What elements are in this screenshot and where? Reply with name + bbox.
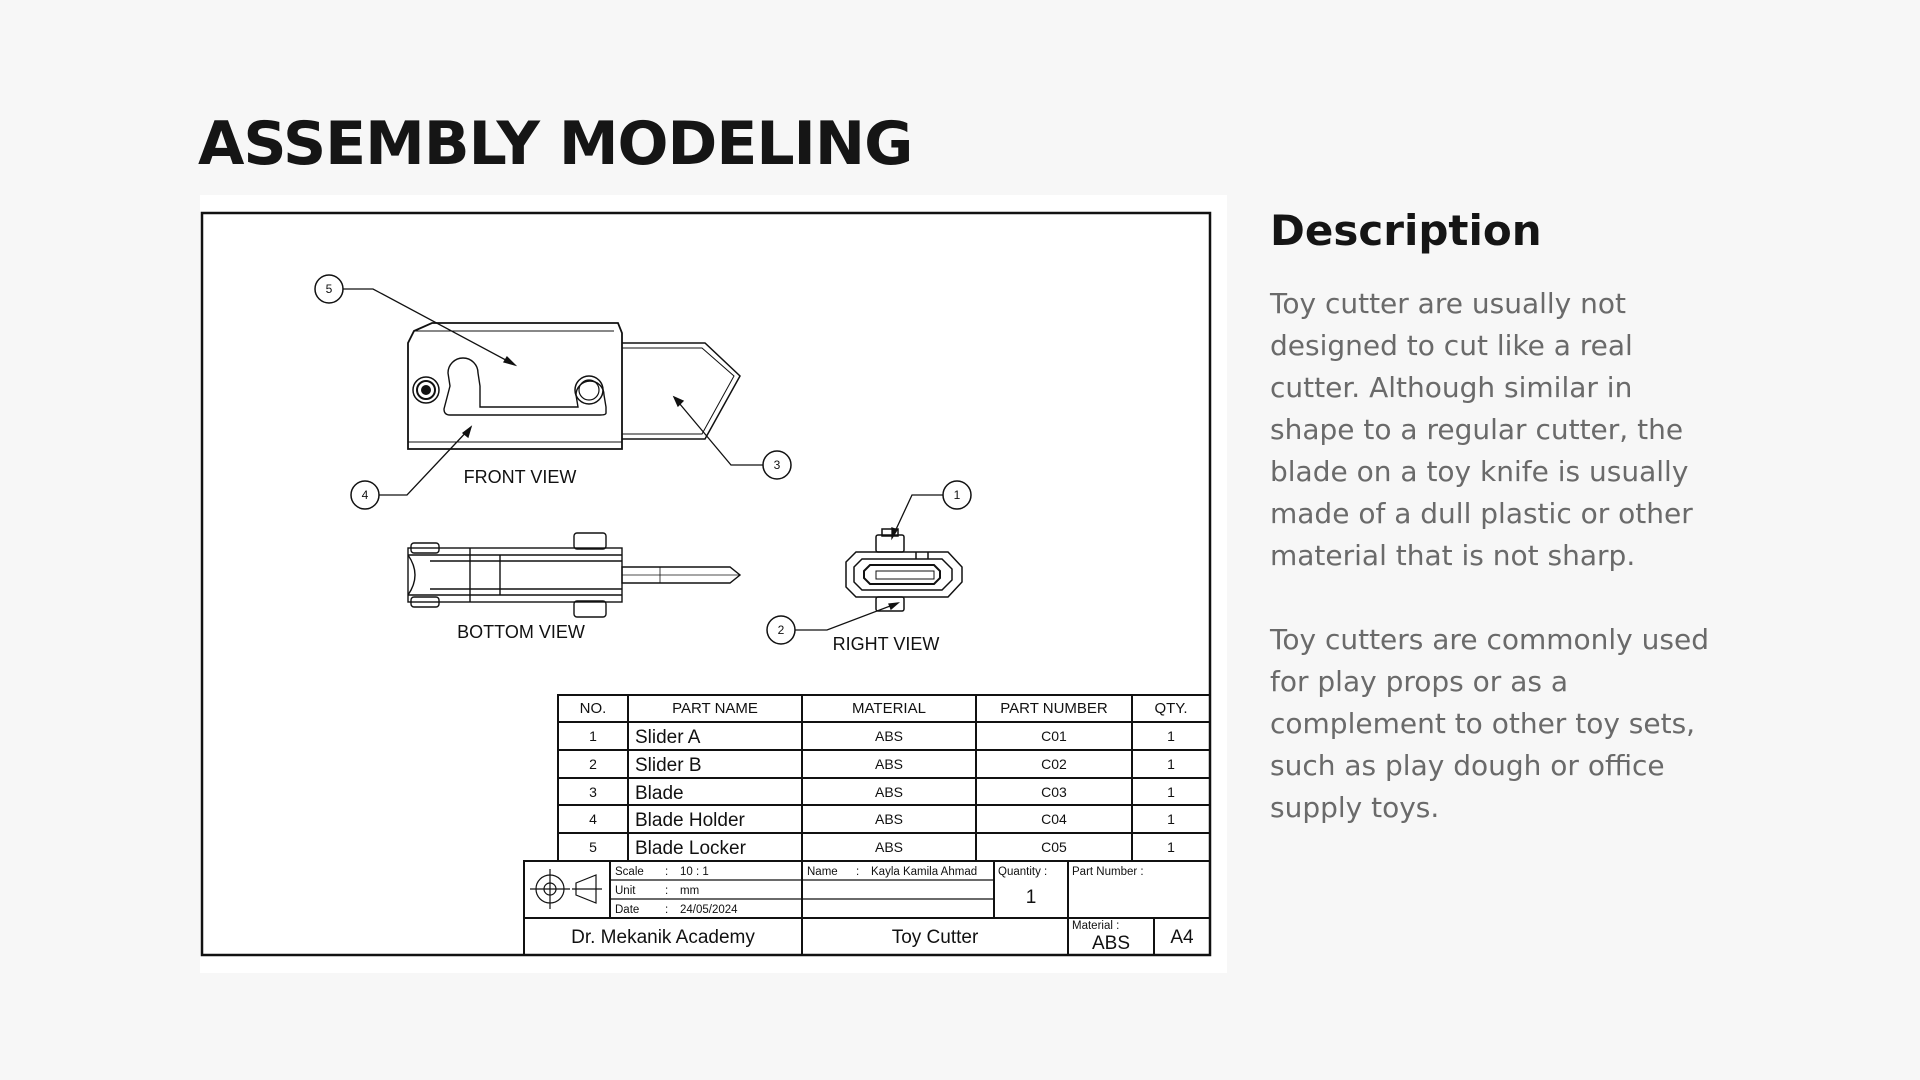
bom-header-material: MATERIAL	[852, 700, 926, 717]
balloon-2: 2	[766, 615, 796, 645]
quantity-label: Quantity :	[998, 866, 1047, 878]
technical-drawing: 5 3 4 1 2 FRONT VIEW BOTTOM VIEW RIGHT V…	[200, 211, 1212, 957]
front-view-label: FRONT VIEW	[464, 467, 577, 487]
bom-cell: Blade	[635, 783, 684, 804]
bom-cell: ABS	[875, 728, 903, 744]
sheet-size: A4	[1170, 927, 1194, 948]
scale-label: Scale	[615, 866, 644, 878]
bom-cell: 1	[1167, 784, 1175, 800]
page-title: ASSEMBLY MODELING	[198, 109, 913, 179]
projection-symbol-icon	[530, 869, 602, 909]
bom-cell: ABS	[875, 839, 903, 855]
description-heading: Description	[1270, 206, 1542, 255]
bom-cell: 5	[589, 839, 597, 855]
organization-name: Dr. Mekanik Academy	[571, 927, 755, 948]
bom-cell: Blade Holder	[635, 810, 746, 831]
separator: :	[856, 866, 859, 878]
bottom-view	[407, 532, 742, 618]
bom-cell: 2	[589, 756, 597, 772]
description-body: Toy cutter are usually not designed to c…	[1270, 283, 1710, 871]
part-number-label: Part Number :	[1072, 866, 1144, 878]
bom-cell: 4	[589, 811, 597, 827]
svg-text:2: 2	[778, 623, 785, 637]
bom-header-part-name: PART NAME	[672, 700, 758, 717]
scale-value: 10 : 1	[680, 866, 709, 878]
bom-header-qty: QTY.	[1154, 700, 1187, 717]
bom-cell: Slider A	[635, 727, 701, 748]
bom-cell: ABS	[875, 756, 903, 772]
bom-cell: C02	[1041, 756, 1067, 772]
drawing-title: Toy Cutter	[892, 927, 979, 948]
description-paragraph: Toy cutter are usually not designed to c…	[1270, 287, 1693, 572]
bom-cell: 1	[589, 728, 597, 744]
bom-cell: 1	[1167, 756, 1175, 772]
bom-table: NO. PART NAME MATERIAL PART NUMBER QTY. …	[557, 694, 1211, 862]
balloon-3: 3	[762, 450, 792, 480]
material-label: Material :	[1072, 920, 1119, 932]
unit-label: Unit	[615, 885, 636, 897]
separator: :	[665, 885, 668, 897]
unit-value: mm	[680, 885, 699, 897]
material-value: ABS	[1092, 933, 1130, 954]
svg-text:3: 3	[774, 458, 781, 472]
bottom-view-label: BOTTOM VIEW	[457, 622, 585, 642]
separator: :	[665, 866, 668, 878]
balloon-4: 4	[350, 480, 380, 510]
svg-text:5: 5	[326, 282, 333, 296]
bom-cell: C03	[1041, 784, 1067, 800]
date-value: 24/05/2024	[680, 904, 738, 916]
bom-cell: ABS	[875, 811, 903, 827]
separator: :	[665, 904, 668, 916]
balloon-1: 1	[942, 480, 972, 510]
bom-cell: C01	[1041, 728, 1067, 744]
bom-header-part-number: PART NUMBER	[1000, 700, 1108, 717]
bom-cell: ABS	[875, 784, 903, 800]
name-label: Name	[807, 866, 838, 878]
bom-cell: Slider B	[635, 755, 702, 776]
bom-header-no: NO.	[580, 700, 607, 717]
bom-cell: 1	[1167, 728, 1175, 744]
name-value: Kayla Kamila Ahmad	[871, 866, 977, 878]
description-paragraph: Toy cutters are commonly used for play p…	[1270, 623, 1709, 824]
bom-cell: C04	[1041, 811, 1067, 827]
drawing-card: 5 3 4 1 2 FRONT VIEW BOTTOM VIEW RIGHT V…	[200, 195, 1227, 973]
quantity-value: 1	[1026, 887, 1037, 908]
bom-cell: Blade Locker	[635, 838, 747, 859]
right-view	[845, 528, 963, 612]
right-view-label: RIGHT VIEW	[833, 634, 940, 654]
title-block: Scale : 10 : 1 Unit : mm Date : 24/05/20…	[523, 860, 1211, 956]
bom-cell: 1	[1167, 811, 1175, 827]
front-view	[407, 322, 741, 450]
svg-text:1: 1	[954, 488, 961, 502]
date-label: Date	[615, 904, 639, 916]
svg-text:4: 4	[362, 488, 369, 502]
balloon-5: 5	[314, 274, 344, 304]
bom-cell: C05	[1041, 839, 1067, 855]
bom-cell: 3	[589, 784, 597, 800]
bom-cell: 1	[1167, 839, 1175, 855]
